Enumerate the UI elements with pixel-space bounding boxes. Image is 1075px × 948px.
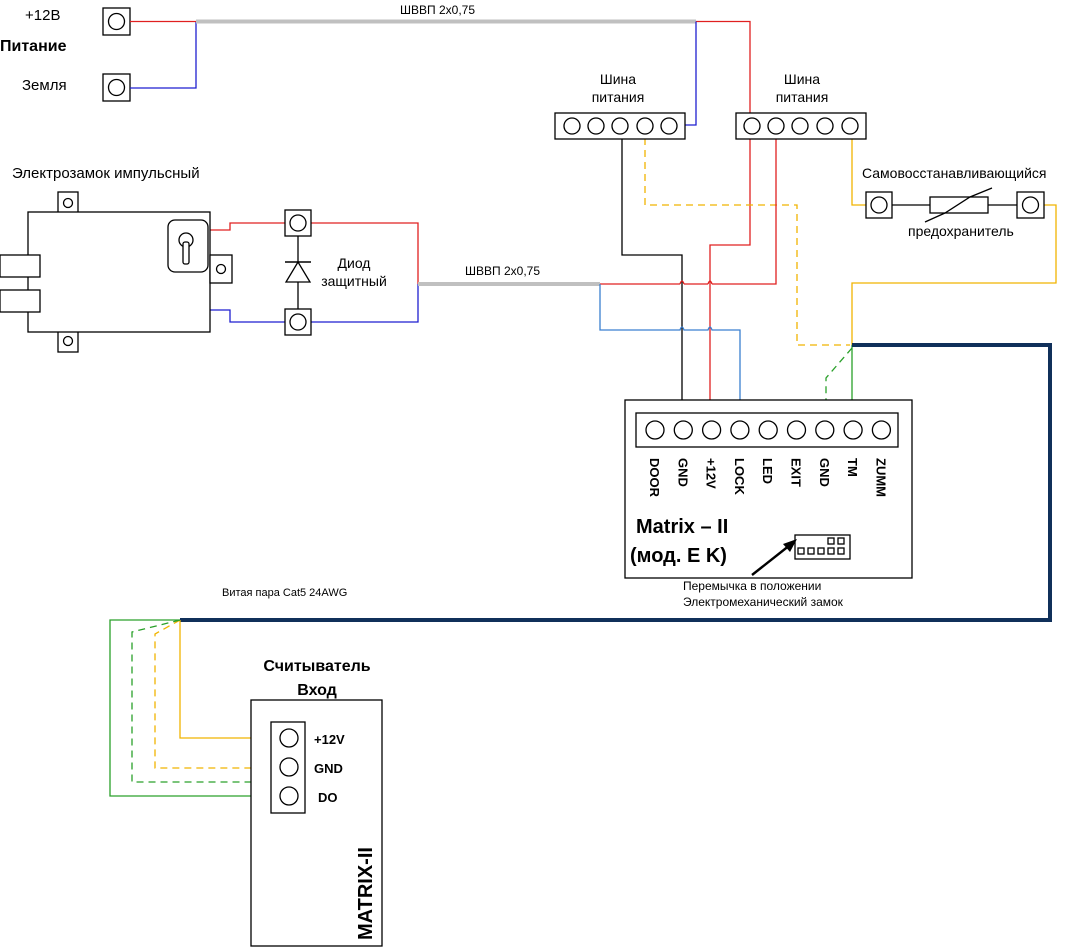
bus2-label-line2: питания <box>776 89 829 105</box>
cable-mid-label: ШВВП 2х0,75 <box>465 264 540 278</box>
bus1-label-line1: Шина <box>600 71 636 87</box>
electric-lock: Электрозамок импульсный <box>0 165 233 353</box>
power-terminals: +12В Питание Земля <box>0 7 131 102</box>
controller-pin-label-7: GND <box>817 458 832 487</box>
wire-gnd-black <box>621 138 683 418</box>
twisted-pair-label: Витая пара Cat5 24AWG <box>222 587 347 599</box>
bus1-label-line2: питания <box>592 89 645 105</box>
controller-pin-3 <box>701 420 722 440</box>
lock-title: Электрозамок импульсный <box>12 165 200 182</box>
wire-bus2-to-fuse <box>851 138 866 206</box>
cable-top-label: ШВВП 2х0,75 <box>400 3 475 17</box>
jumper-note-line2: Электромеханический замок <box>683 595 844 609</box>
controller-pin-label-1: DOOR <box>647 458 662 498</box>
wire-reader-12v <box>179 620 274 739</box>
reader-title-line2: Вход <box>297 682 337 699</box>
diode-label-line1: Диод <box>338 255 371 271</box>
wire-top-blue-to-bus1 <box>685 21 697 126</box>
fuse-label-line2: предохранитель <box>908 223 1014 239</box>
plus12-terminal <box>102 7 131 36</box>
ground-label: Земля <box>22 77 67 94</box>
controller-name-line2: (мод. E K) <box>630 545 727 567</box>
controller-pin-6 <box>786 420 807 440</box>
controller-pin-2 <box>673 420 693 440</box>
controller-pin-4 <box>730 420 750 440</box>
lock-bolt-2 <box>0 289 41 313</box>
wire-lock-lightblue <box>599 284 741 418</box>
controller-pins: DOOR GND +12V LOCK LED EXIT GND TM ZUMM <box>645 420 892 498</box>
wire-lock-blue <box>210 284 419 323</box>
power-bus-2: Шина питания <box>735 71 867 140</box>
fuse-icon <box>929 196 989 214</box>
controller-pin-label-4: LOCK <box>732 458 747 495</box>
wire-lock-red <box>210 222 419 284</box>
controller-pin-label-8: TM <box>845 458 860 477</box>
wire-top-red-to-bus2 <box>696 20 751 120</box>
jumper-arrow-icon <box>783 539 797 552</box>
power-bus-1: Шина питания <box>554 71 686 140</box>
power-title: Питание <box>0 38 67 55</box>
jumper-block <box>794 534 851 560</box>
controller-name-line1: Matrix – II <box>636 516 728 538</box>
ground-terminal-screw <box>107 78 126 97</box>
wire-reader-gnd-orange-dashed <box>154 619 274 769</box>
controller-pin-label-9: ZUMM <box>873 458 888 497</box>
wire-fuse-out-orange <box>851 204 1057 345</box>
controller-pin-label-5: LED <box>760 458 775 484</box>
controller-pin-5 <box>758 420 778 440</box>
controller-pin-label-6: EXIT <box>789 458 804 487</box>
controller-pin-1 <box>645 420 665 440</box>
controller-pin-9 <box>871 420 892 440</box>
plus12-terminal-screw <box>107 12 126 31</box>
reader-pin-12v: +12V <box>314 732 345 747</box>
controller-matrix-ii: DOOR GND +12V LOCK LED EXIT GND TM ZUMM Matrix –… <box>624 399 913 609</box>
plus12-label: +12В <box>25 7 60 24</box>
controller-pin-7 <box>815 420 835 440</box>
reader-title-line1: Считыватель <box>263 658 370 675</box>
wires <box>109 19 1057 797</box>
lock-bolt-1 <box>0 254 41 278</box>
wire-12v-red <box>709 138 751 418</box>
wire-mid-red-hops <box>679 280 713 285</box>
controller-pin-label-2: GND <box>675 458 690 487</box>
bus2-label-line1: Шина <box>784 71 820 87</box>
reader-matrix-ii: Считыватель Вход +12V GND DO MATRIX-II <box>250 658 383 947</box>
diode-label-line2: защитный <box>321 273 387 289</box>
wire-orange-dashed-bus <box>644 138 850 346</box>
reader-pin-gnd: GND <box>314 761 343 776</box>
controller-pin-label-3: +12V <box>704 458 719 489</box>
resettable-fuse: Самовосстанавливающийся предохранитель <box>862 165 1047 239</box>
reader-model-label: MATRIX-II <box>355 847 377 940</box>
fuse-label-line1: Самовосстанавливающийся <box>862 165 1047 181</box>
protective-diode: Диод защитный <box>284 209 387 336</box>
wire-ground-blue <box>130 22 197 89</box>
wire-reader-do <box>109 619 274 797</box>
cable-twisted-pair <box>180 343 1052 622</box>
jumper-note-line1: Перемычка в положении <box>683 579 821 593</box>
reader-pin-do: DO <box>318 790 338 805</box>
controller-pin-8 <box>843 420 863 440</box>
diode-icon <box>284 260 312 283</box>
wire-mid-red-to-bus2 <box>600 138 777 285</box>
